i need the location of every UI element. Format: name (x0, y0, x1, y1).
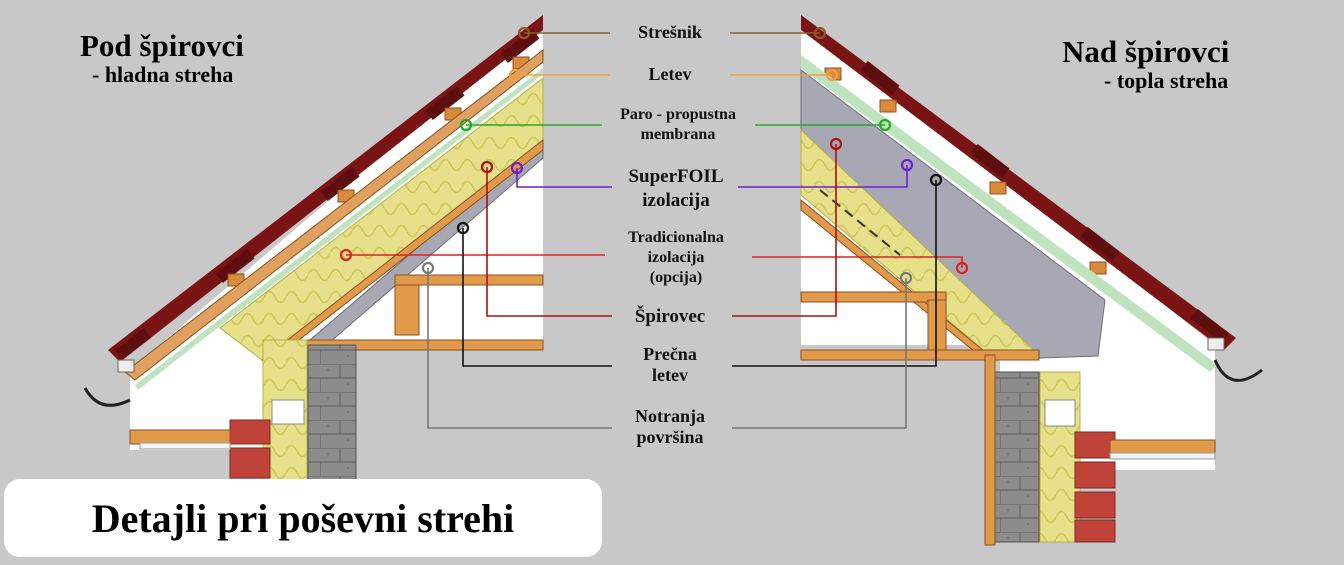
right-roof-tiles (801, 15, 1236, 350)
leader-markers (339, 26, 969, 285)
label-cross-batten: Prečna letev (600, 344, 740, 386)
label-batten: Letev (600, 64, 740, 85)
label-membrane-line-1: Paro - propustna (620, 106, 736, 123)
label-cross-batten-line-1: Prečna (643, 344, 697, 364)
label-membrane: Paro - propustna membrana (592, 105, 764, 145)
label-tile-line-1: Strešnik (638, 22, 702, 42)
right-title-main: Nad špirovci (1062, 34, 1230, 69)
label-inner-surface-line-1: Notranja (635, 406, 705, 426)
leader-lines (346, 32, 963, 429)
label-traditional-line-1: Tradicionalna (628, 229, 724, 246)
left-title: Pod špirovci - hladna streha (80, 30, 244, 88)
label-tile: Strešnik (600, 22, 740, 43)
label-rafter: Špirovec (600, 306, 740, 327)
label-inner-surface-line-2: površina (636, 427, 704, 447)
right-superfoil (800, 68, 1106, 359)
diagram-caption-banner: Detajli pri poševni strehi (4, 479, 602, 557)
label-superfoil: SuperFOIL izolacija (600, 165, 752, 213)
right-title: Nad špirovci - topla streha (1062, 36, 1229, 94)
label-traditional-line-2: izolacija (647, 249, 705, 266)
left-title-main: Pod špirovci (80, 28, 244, 63)
left-roof-section (83, 15, 544, 481)
right-title-sub: - topla streha (1104, 68, 1229, 93)
label-traditional-insulation: Tradicionalna izolacija (opcija) (596, 228, 756, 288)
label-batten-line-1: Letev (648, 64, 692, 84)
label-superfoil-line-1: SuperFOIL (628, 166, 724, 187)
left-title-sub: - hladna streha (92, 62, 234, 87)
label-superfoil-line-2: izolacija (642, 190, 710, 211)
label-cross-batten-line-2: letev (652, 365, 688, 385)
label-rafter-line-1: Špirovec (634, 306, 706, 327)
label-inner-surface: Notranja površina (600, 406, 740, 448)
right-roof-section (800, 15, 1263, 546)
label-membrane-line-2: membrana (640, 126, 716, 143)
label-traditional-line-3: (opcija) (649, 269, 703, 286)
